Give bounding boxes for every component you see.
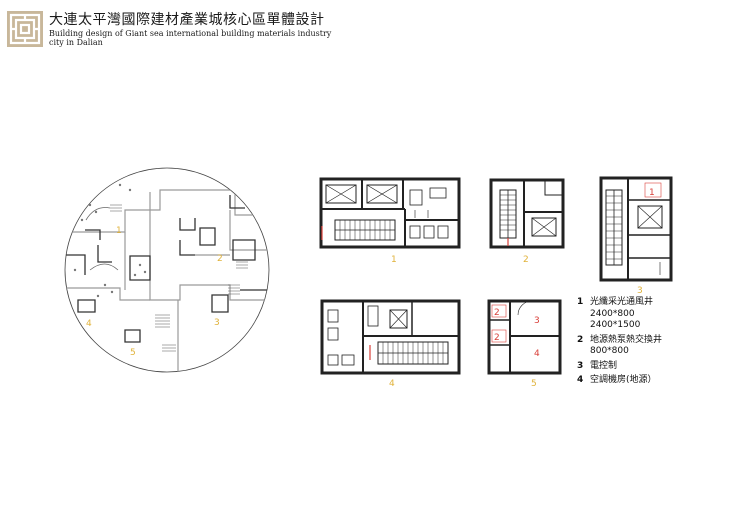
core-label-5: 5	[531, 379, 537, 389]
core-5-red-label-3: 3	[534, 316, 540, 326]
legend-text: 空調機房(地源）	[590, 375, 657, 385]
site-plan: 1 2 3 4 5	[64, 167, 270, 373]
core-label-4: 4	[389, 379, 395, 389]
logo-lattice-icon	[7, 11, 43, 47]
legend-num: 4	[577, 375, 584, 385]
legend-text: 光纖采光通風井	[590, 297, 654, 307]
legend-text: 地源熱泵熱交換井	[590, 334, 663, 345]
core-plan-3	[599, 176, 673, 282]
core-label-1: 1	[391, 255, 397, 265]
core-plan-1	[319, 177, 461, 249]
legend-item-1: 1 光纖采光通風井	[577, 297, 662, 309]
legend-num: 3	[577, 360, 584, 371]
legend: 1 光纖采光通風井 2400*800 2400*1500 2 地源熱泵熱交換井 …	[577, 297, 662, 387]
core-label-3: 3	[637, 286, 643, 296]
legend-item-3: 3 電控制	[577, 361, 662, 373]
legend-item-2: 2 地源熱泵熱交換井	[577, 335, 662, 347]
core-label-2: 2	[523, 255, 529, 265]
core-plan-5	[487, 299, 562, 375]
site-marker-5: 5	[130, 348, 136, 358]
legend-item-4: 4 空調機房(地源）	[577, 375, 662, 387]
site-marker-2: 2	[217, 254, 223, 264]
core-5-red-label-2: 2	[494, 333, 500, 343]
site-marker-1: 1	[116, 226, 122, 236]
legend-sub: 2400*800	[590, 308, 635, 319]
legend-num: 2	[577, 334, 584, 345]
core-5-red-label-1: 2	[494, 308, 500, 318]
site-marker-3: 3	[214, 318, 220, 328]
core-plan-4	[320, 299, 461, 375]
site-marker-4: 4	[86, 319, 92, 329]
core-3-red-label: 1	[649, 188, 655, 198]
legend-sub: 800*800	[590, 346, 629, 356]
legend-sub: 2400*1500	[590, 320, 641, 330]
title-english: Building design of Giant sea internation…	[49, 29, 332, 47]
core-plan-2	[489, 178, 565, 249]
title-chinese: 大連太平灣國際建材產業城核心區單體設計	[49, 12, 325, 28]
core-5-red-label-4: 4	[534, 349, 540, 359]
legend-text: 電控制	[590, 360, 618, 371]
legend-num: 1	[577, 297, 584, 307]
